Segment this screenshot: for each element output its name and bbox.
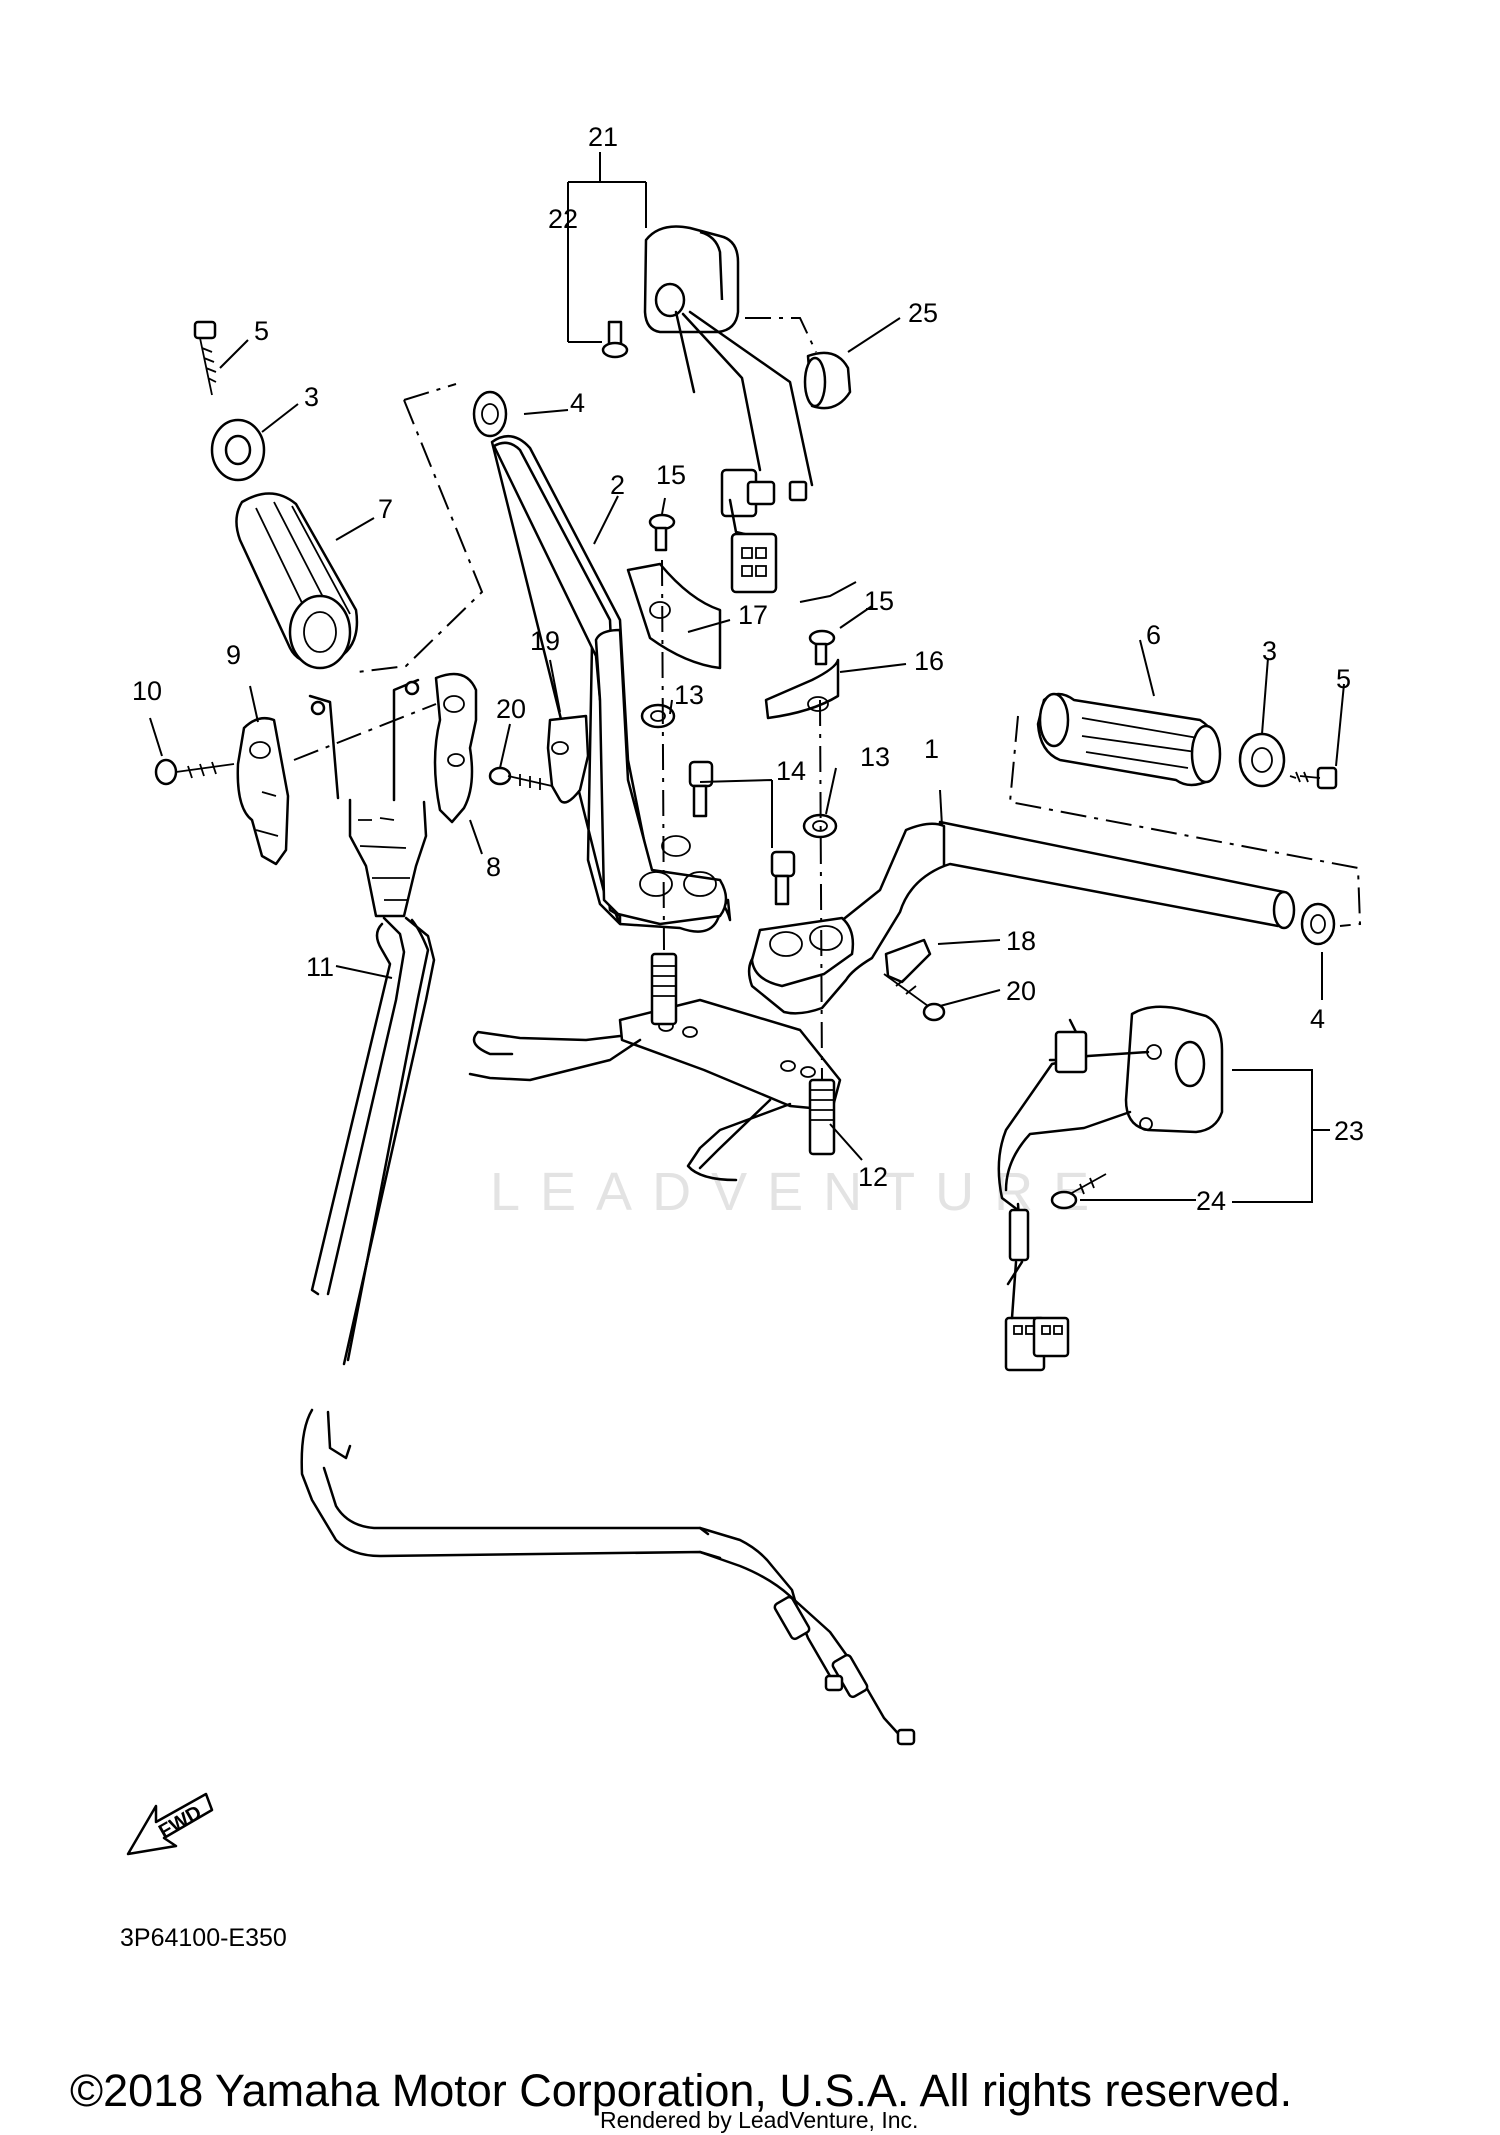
callout-18: 18 xyxy=(1006,926,1036,956)
forward-arrow-icon: FWD xyxy=(126,1792,214,1856)
bolt-14-a xyxy=(688,760,714,818)
callout-25: 25 xyxy=(908,298,938,328)
callout-13-right: 13 xyxy=(860,742,890,772)
callout-3-right: 3 xyxy=(1262,636,1277,666)
callout-21: 21 xyxy=(588,122,618,152)
copyright-notice: ©2018 Yamaha Motor Corporation, U.S.A. A… xyxy=(70,2065,1292,2116)
plate-17 xyxy=(626,562,722,670)
callout-20-right: 20 xyxy=(1006,976,1036,1006)
watermark: LEADVENTURE xyxy=(490,1162,1109,1222)
screw-15-right xyxy=(808,629,836,666)
callout-6: 6 xyxy=(1146,620,1161,650)
callout-17: 17 xyxy=(738,600,768,630)
callout-15-left: 15 xyxy=(656,460,686,490)
right-handlebar-1 xyxy=(747,820,1296,1015)
callout-15-right: 15 xyxy=(864,586,894,616)
screw-20-left xyxy=(488,766,553,790)
clip-18 xyxy=(884,938,932,984)
left-handlebar-2 xyxy=(490,435,732,933)
callout-5-left: 5 xyxy=(254,316,269,346)
plate-16 xyxy=(764,658,840,720)
screw-20-right xyxy=(883,973,946,1022)
screw-5-right xyxy=(1289,766,1338,790)
screw-10 xyxy=(154,758,235,786)
drawing-number: 3P64100-E350 xyxy=(120,1924,287,1952)
callout-24: 24 xyxy=(1196,1186,1226,1216)
callout-3-left: 3 xyxy=(304,382,319,412)
callout-5-right: 5 xyxy=(1336,664,1351,694)
callout-4-left: 4 xyxy=(570,388,585,418)
callout-7: 7 xyxy=(378,494,393,524)
bar-end-weight-4-left xyxy=(472,390,508,438)
left-handlebar-switch-23 xyxy=(997,1005,1224,1372)
callout-20-left: 20 xyxy=(496,694,526,724)
bracket-19 xyxy=(546,714,590,804)
callout-12: 12 xyxy=(858,1162,888,1192)
callout-10: 10 xyxy=(132,676,162,706)
callout-11: 11 xyxy=(306,952,334,982)
screw-15-left xyxy=(648,513,676,552)
bar-end-3-right xyxy=(1238,732,1286,788)
callout-13-left: 13 xyxy=(674,680,704,710)
leader-lines xyxy=(149,152,1345,1203)
callout-numbers: 21 22 25 5 3 4 2 15 7 17 15 19 6 3 16 5 … xyxy=(132,122,1364,1216)
nut-13-right xyxy=(802,813,838,839)
bar-end-3-left xyxy=(210,418,266,482)
callout-16: 16 xyxy=(914,646,944,676)
grip-end-collar-25 xyxy=(803,351,852,410)
callout-2: 2 xyxy=(610,470,625,500)
throttle-cables-11 xyxy=(300,678,916,1746)
bolt-14-b xyxy=(770,850,796,906)
screw-5-left xyxy=(193,320,217,396)
callout-22: 22 xyxy=(548,204,578,234)
callout-1: 1 xyxy=(924,734,939,764)
left-grip-7 xyxy=(235,492,359,670)
throttle-housing-9 xyxy=(236,717,290,866)
callout-4-right: 4 xyxy=(1310,1004,1325,1034)
right-handlebar-switch xyxy=(643,225,814,594)
throttle-housing-8 xyxy=(433,672,478,824)
nut-13-left xyxy=(640,703,676,729)
screw-24 xyxy=(1050,1173,1107,1210)
callout-19: 19 xyxy=(530,626,560,656)
right-grip-6 xyxy=(1036,692,1222,787)
rendered-by: Rendered by LeadVenture, Inc. xyxy=(600,2107,918,2133)
callout-9: 9 xyxy=(226,640,241,670)
screw-22 xyxy=(601,320,629,359)
callout-8: 8 xyxy=(486,852,501,882)
callout-23: 23 xyxy=(1334,1116,1364,1146)
bar-end-weight-4-right xyxy=(1300,902,1336,946)
callout-14: 14 xyxy=(776,756,806,786)
